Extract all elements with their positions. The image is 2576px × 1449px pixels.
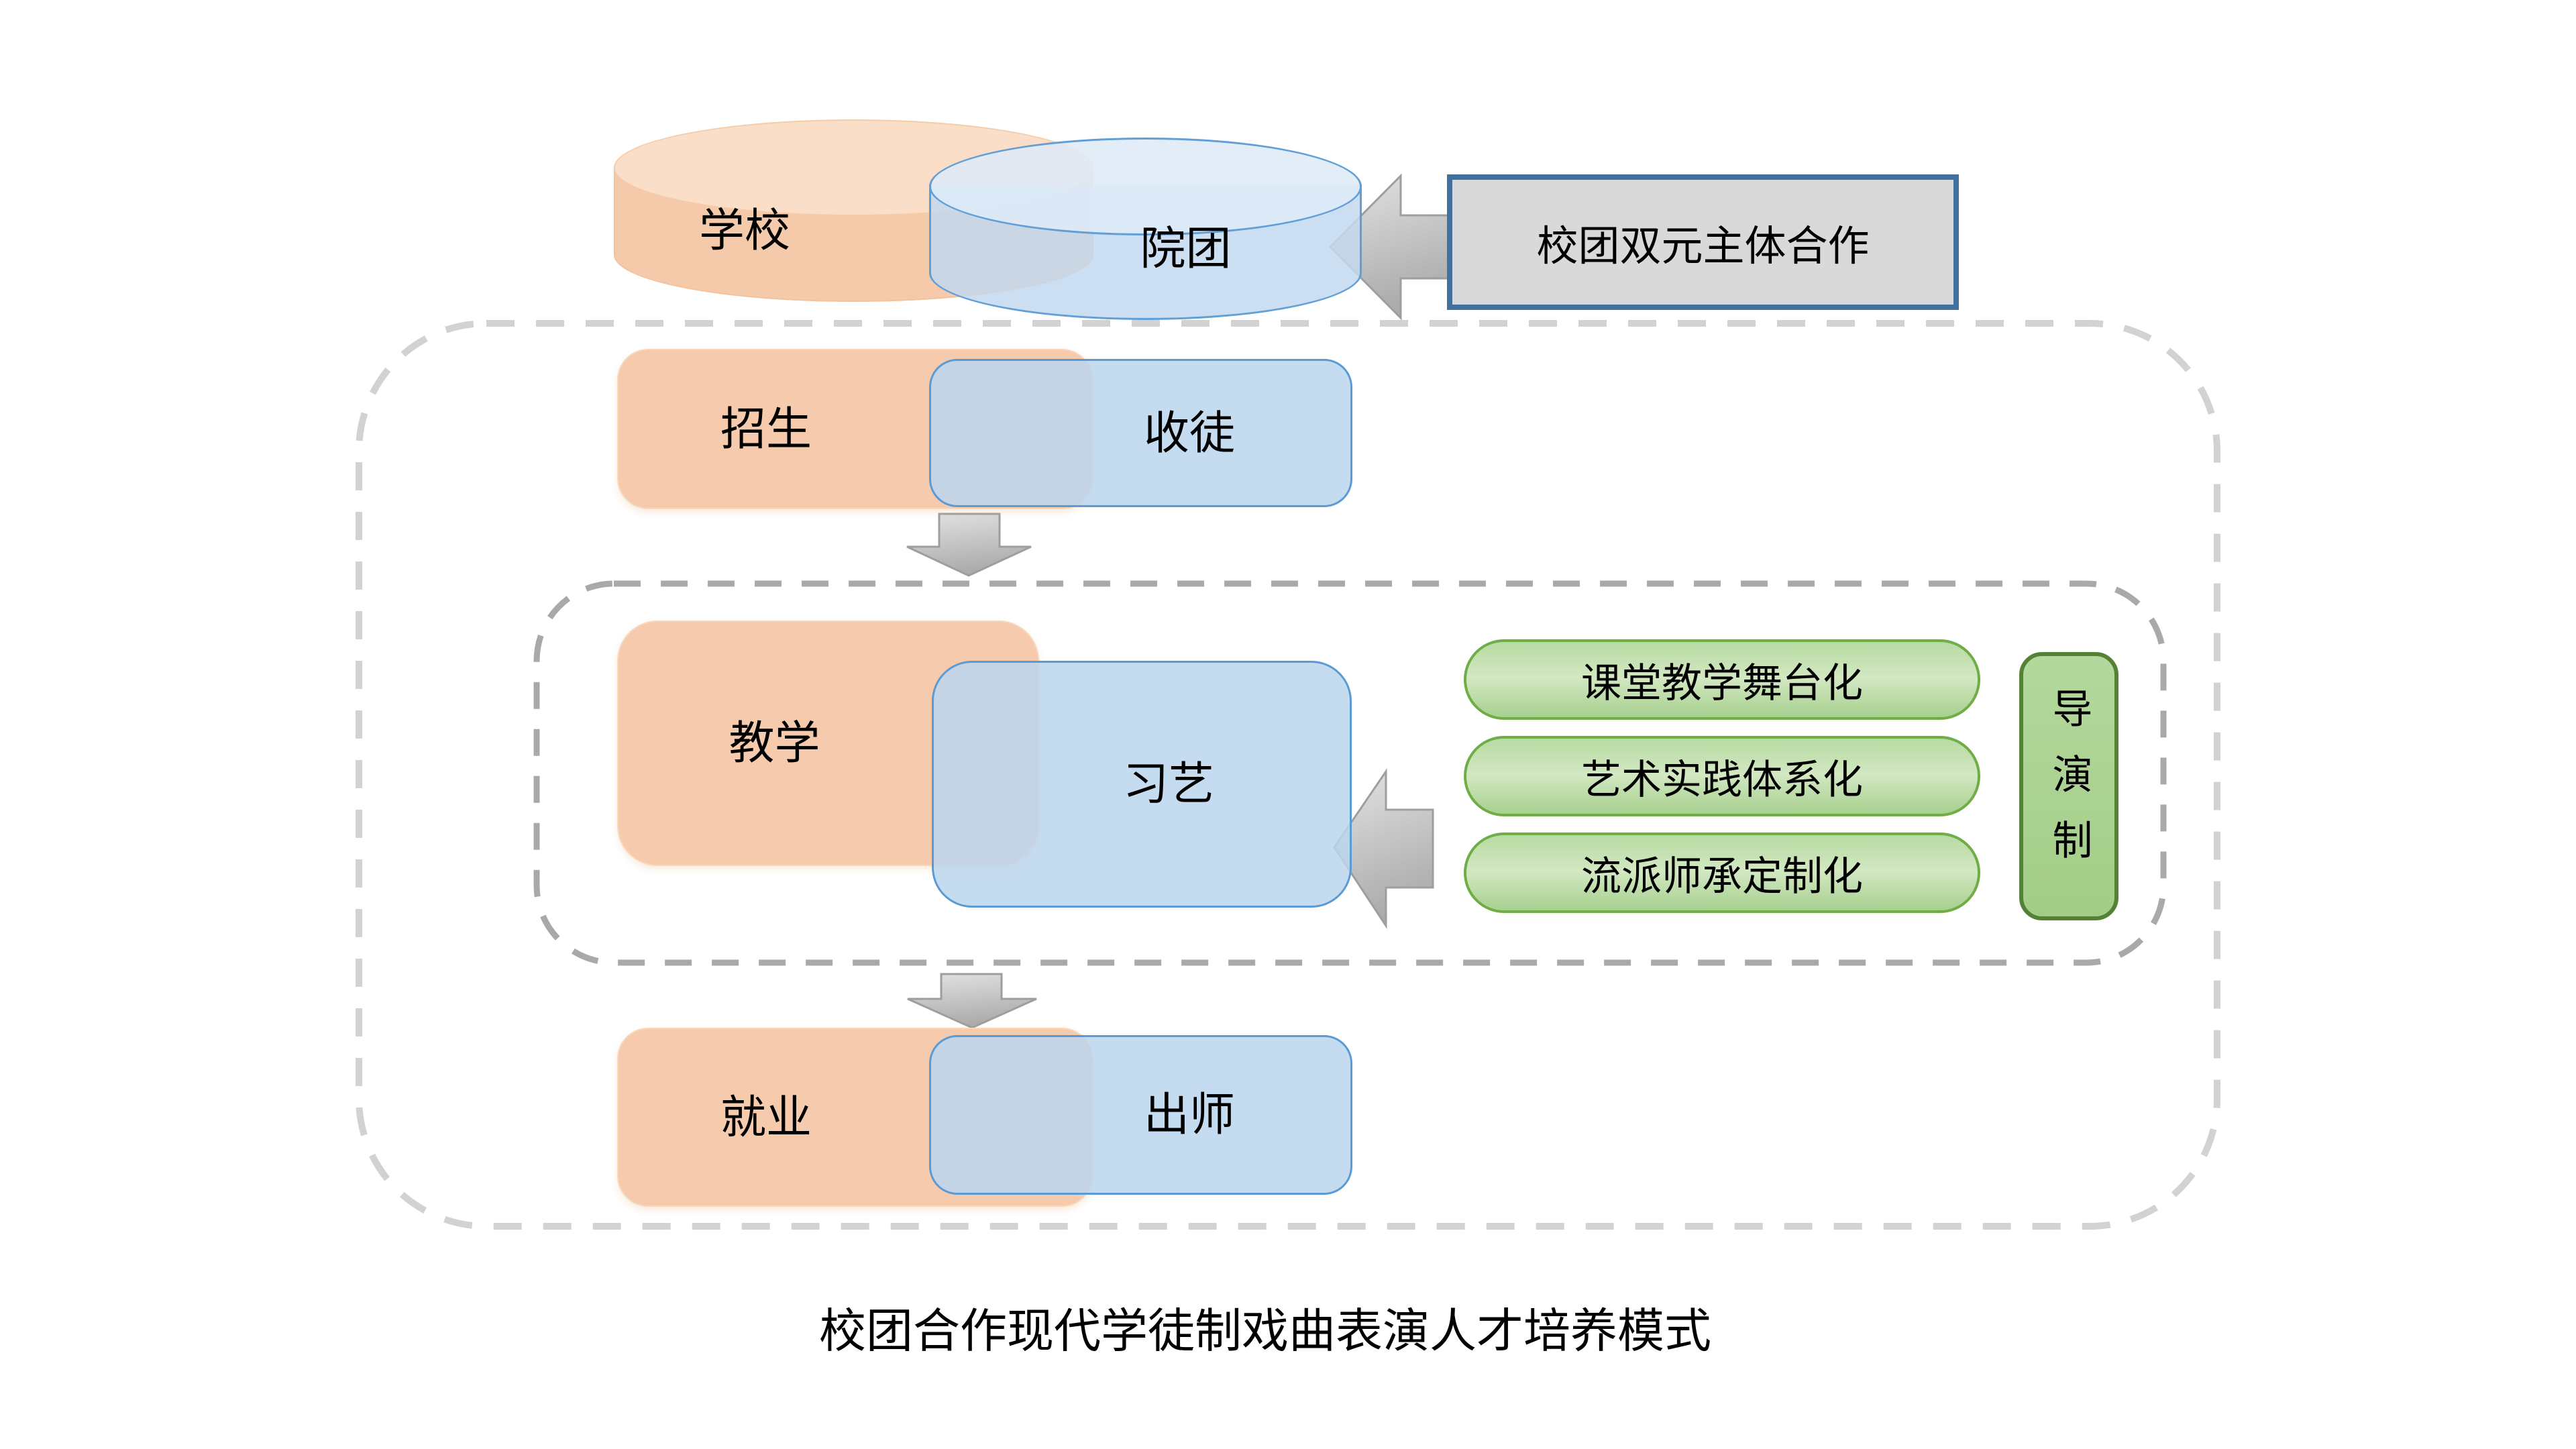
flow-arrow-down-icon-1 xyxy=(906,513,1032,577)
graduation-box: 出师 xyxy=(929,1035,1352,1195)
cooperation-box: 校团双元主体合作 xyxy=(1447,174,1959,310)
apprentice-label: 收徒 xyxy=(1143,407,1235,459)
method-pill-practice: 艺术实践体系化 xyxy=(1464,736,1980,816)
school-label: 学校 xyxy=(698,205,790,256)
method-arrow-left-icon xyxy=(1333,768,1434,930)
flow-arrow-down-icon-2 xyxy=(907,973,1037,1029)
method-pill-mentor: 流派师承定制化 xyxy=(1464,833,1980,913)
inner-teaching-frame xyxy=(533,580,2167,966)
troupe-label: 院团 xyxy=(1140,223,1232,274)
director-system-box: 导演制 xyxy=(2019,652,2118,920)
method-label-2: 艺术实践体系化 xyxy=(1581,757,1863,802)
troupe-cylinder: 院团 xyxy=(929,138,1362,320)
recruit-label: 招生 xyxy=(720,403,812,455)
cooperation-label: 校团双元主体合作 xyxy=(1536,223,1870,270)
apprentice-box: 收徒 xyxy=(929,359,1352,507)
troupe-cylinder-top xyxy=(929,138,1362,235)
diagram-caption: 校团合作现代学徒制戏曲表演人才培养模式 xyxy=(819,1305,1711,1357)
method-pill-stage: 课堂教学舞台化 xyxy=(1464,639,1980,720)
employment-label: 就业 xyxy=(720,1091,812,1143)
graduation-label: 出师 xyxy=(1143,1089,1235,1140)
teaching-label: 教学 xyxy=(729,718,820,769)
method-label-3: 流派师承定制化 xyxy=(1581,853,1863,899)
method-label-1: 课堂教学舞台化 xyxy=(1581,660,1863,706)
outer-process-frame xyxy=(356,320,2220,1230)
director-system-label: 导演制 xyxy=(2047,688,2092,885)
practice-box: 习艺 xyxy=(932,661,1352,908)
practice-label: 习艺 xyxy=(1122,759,1214,810)
